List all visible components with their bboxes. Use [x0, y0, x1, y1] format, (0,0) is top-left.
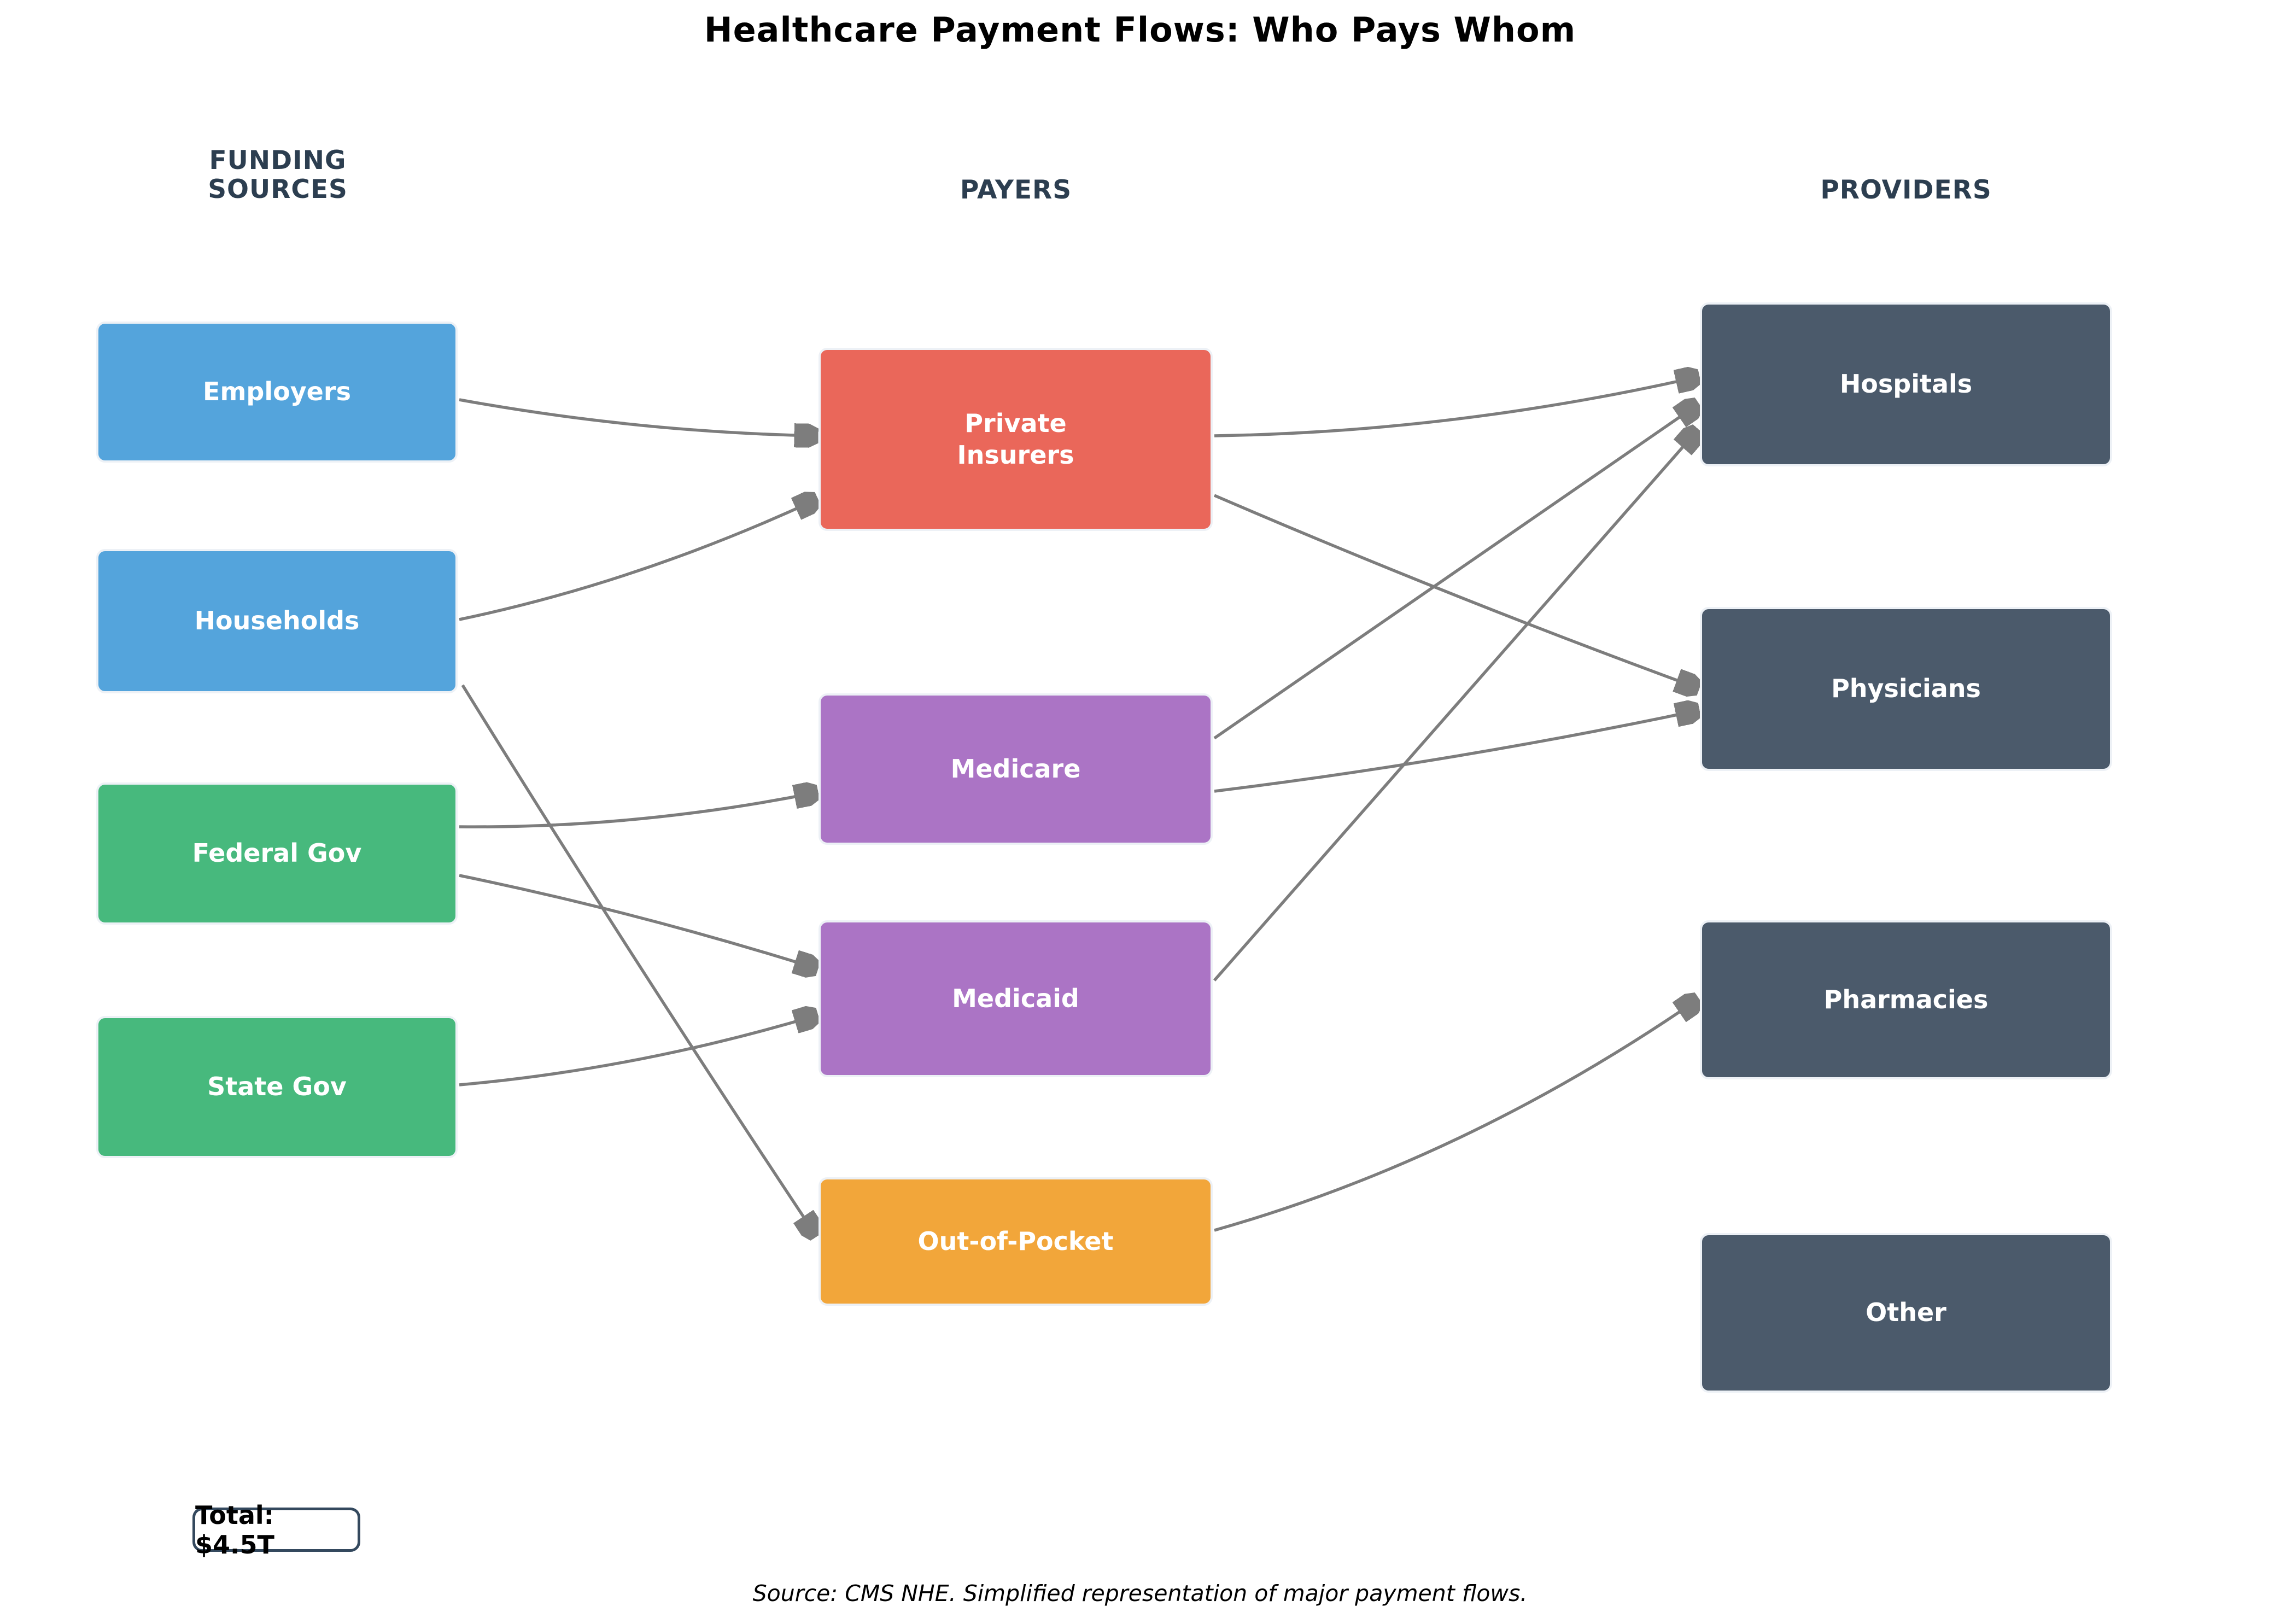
flow-arrow-federal-gov-medicaid [459, 874, 815, 968]
node-medicaid: Medicaid [819, 920, 1213, 1077]
node-other: Other [1700, 1233, 2112, 1393]
node-out-of-pocket: Out-of-Pocket [819, 1177, 1213, 1306]
flow-arrow-employers-private-insurers [459, 398, 815, 436]
node-households: Households [96, 549, 458, 693]
total-badge: Total: $4.5T [192, 1500, 360, 1559]
flow-arrow-private-insurers-hospitals [1214, 377, 1696, 437]
node-employers: Employers [96, 322, 458, 463]
page-title: Healthcare Payment Flows: Who Pays Whom [704, 10, 1576, 50]
flow-arrow-federal-gov-medicare [459, 793, 815, 828]
column-header-funding-sources: FUNDING SOURCES [208, 145, 348, 205]
flow-arrow-households-out-of-pocket [461, 684, 815, 1234]
flow-arrow-medicare-physicians [1214, 711, 1696, 793]
flow-arrow-households-private-insurers [459, 500, 815, 621]
node-federal-gov: Federal Gov [96, 782, 458, 925]
column-header-providers: PROVIDERS [1820, 175, 1992, 205]
flow-arrow-state-gov-medicaid [459, 1016, 815, 1086]
node-medicare: Medicare [819, 693, 1213, 845]
node-private-insurers: Private Insurers [819, 348, 1213, 531]
node-physicians: Physicians [1700, 607, 2112, 771]
flow-arrow-out-of-pocket-pharmacies [1214, 1001, 1696, 1232]
column-header-payers: PAYERS [960, 175, 1072, 205]
flow-arrow-medicare-hospitals [1213, 406, 1696, 740]
source-note: Source: CMS NHE. Simplified representati… [752, 1580, 1528, 1607]
flow-arrow-private-insurers-physicians [1213, 494, 1696, 687]
flow-arrow-medicaid-hospitals [1213, 432, 1696, 982]
node-hospitals: Hospitals [1700, 302, 2112, 466]
node-state-gov: State Gov [96, 1016, 458, 1158]
node-pharmacies: Pharmacies [1700, 920, 2112, 1079]
